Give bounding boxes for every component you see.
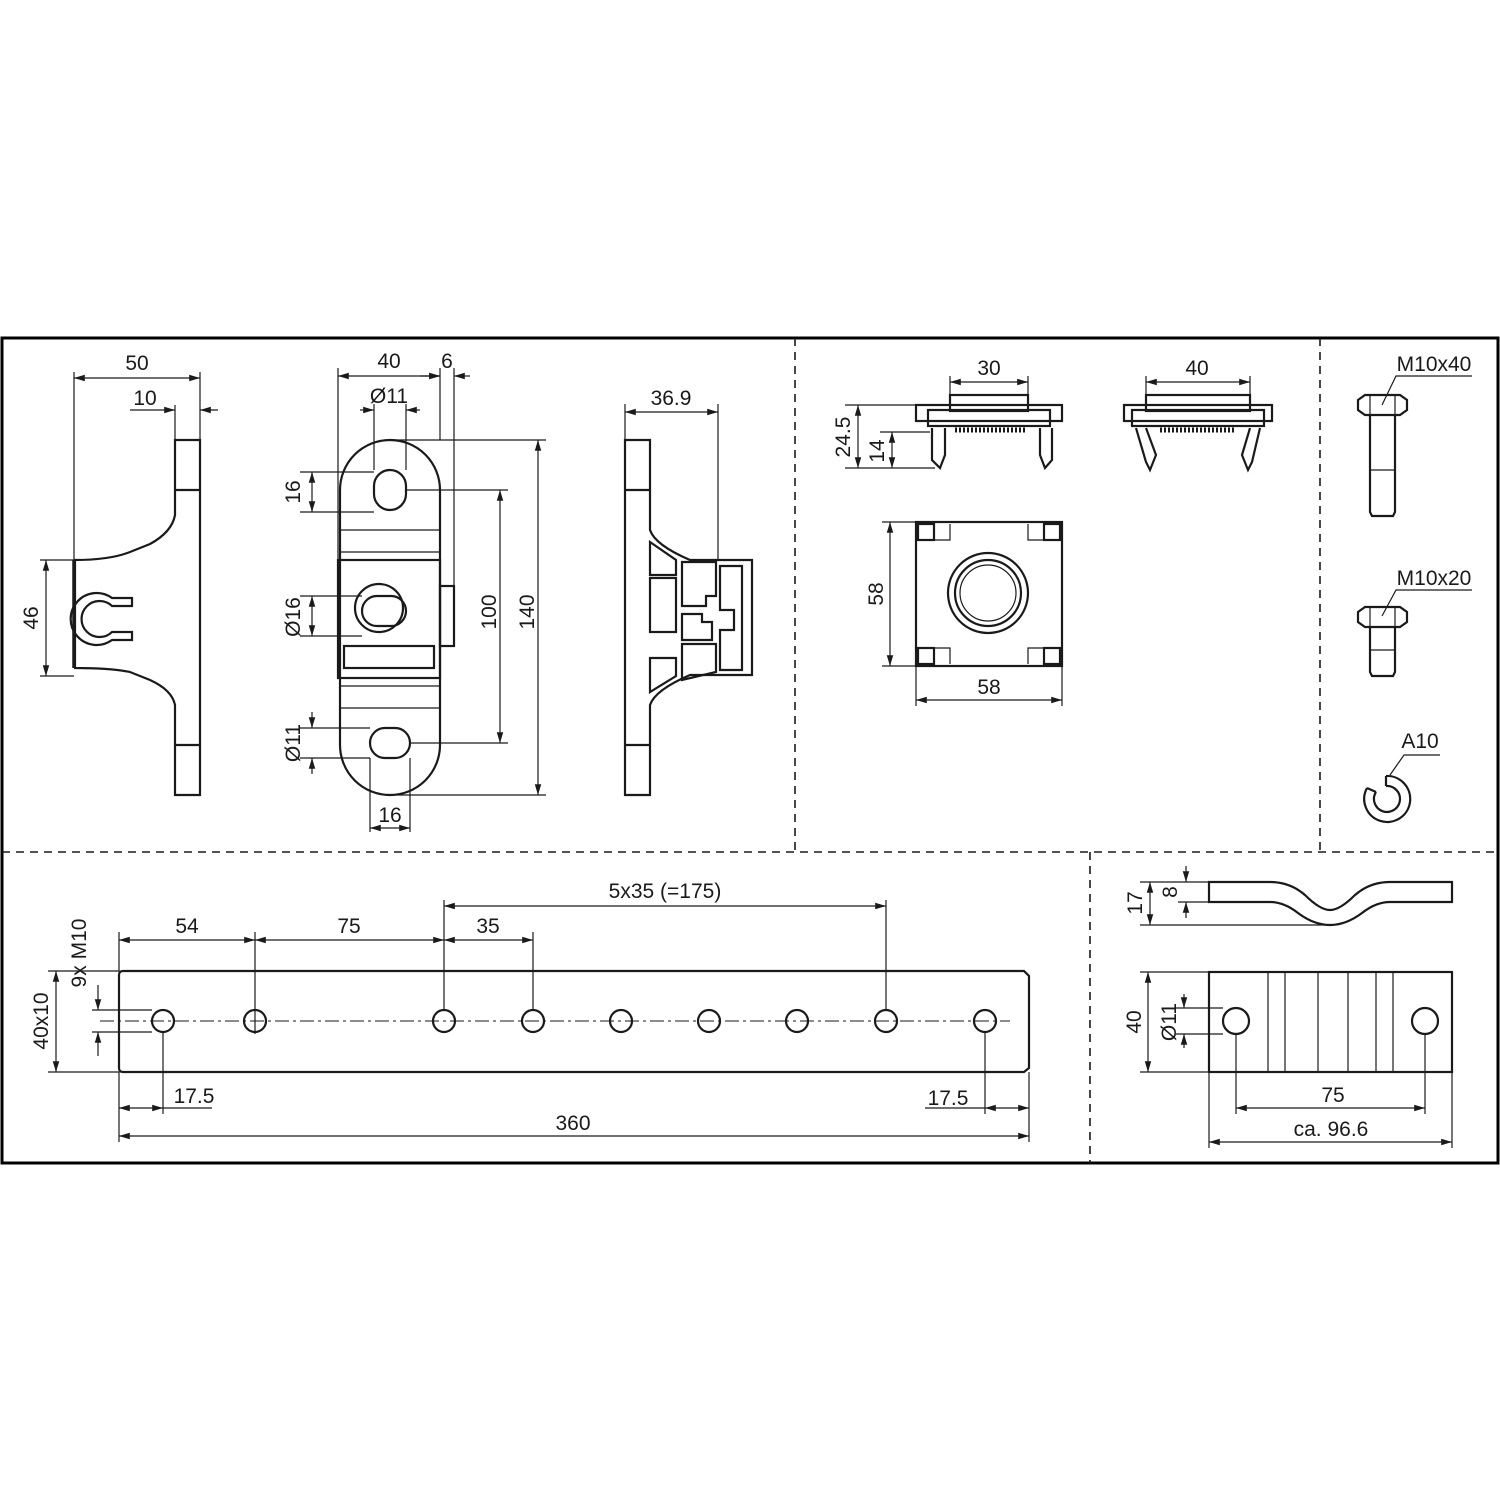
bolt-m10x40 [1356,375,1472,518]
dim-busbar-edge-left: 17.5 [174,1085,215,1108]
drawing-frame [0,336,1500,1165]
dim-bracket-height: 46 [20,606,43,629]
washer-a10 [1363,754,1440,824]
dim-bridge-thickness: 8 [1159,886,1182,898]
dim-profile-depth: 36.9 [651,387,692,410]
dim-clamp-width-b: 40 [1185,357,1208,380]
bridge-side-view [1140,866,1454,927]
bracket-side-view [40,372,218,797]
dim-busbar-section: 40x10 [30,992,53,1049]
dim-clamp-height-inner: 14 [866,439,889,463]
dim-busbar-length: 360 [555,1112,590,1135]
dim-busbar-edge-right: 17.5 [928,1087,969,1110]
dim-busbar-gap-3: 35 [476,915,499,938]
clamp-side-view-a [845,376,1064,471]
dim-busbar-gap-2: 75 [337,915,360,938]
dim-clamp-height: 24.5 [832,417,855,458]
dim-busbar-holes: 9x M10 [68,919,91,988]
bracket-front-view [300,368,546,832]
dim-hole-bottom: Ø11 [282,724,305,762]
dim-bridge-height: 17 [1124,891,1147,914]
busbar-top-view [48,900,1031,1142]
dim-bridge-width: 40 [1123,1010,1146,1033]
dim-plate-width: 58 [977,676,1000,699]
bolt-m10x20 [1356,589,1472,678]
label-washer: A10 [1401,730,1438,753]
dim-slot-top: 16 [282,480,305,503]
dim-bracket-tab: 10 [133,387,156,410]
bridge-top-view [1140,970,1454,1148]
dim-hole-mid: Ø16 [282,597,305,637]
dim-plate-height: 58 [865,582,888,605]
bracket-profile-view [623,404,754,797]
dim-length: 140 [516,594,539,629]
dim-slot-bottom: 16 [378,804,401,827]
dim-bridge-pitch: 75 [1321,1084,1344,1107]
dim-busbar-gap-1: 54 [175,915,199,938]
dim-bridge-length: ca. 96.6 [1294,1118,1369,1141]
dim-hole-top: Ø11 [370,385,408,408]
dim-front-width: 40 [377,350,400,373]
clamp-plate-top-view [882,520,1064,706]
label-bolt-short: M10x20 [1397,567,1472,590]
dim-pitch: 100 [478,594,501,629]
label-bolt-long: M10x40 [1397,353,1472,376]
dim-busbar-pitch-total: 5x35 (=175) [609,880,722,903]
dim-front-offset: 6 [441,350,453,373]
dim-clamp-width-a: 30 [977,357,1000,380]
dim-bridge-hole: Ø11 [1158,1003,1181,1041]
dim-bracket-width: 50 [125,352,148,375]
clamp-side-view-b [1122,376,1274,473]
